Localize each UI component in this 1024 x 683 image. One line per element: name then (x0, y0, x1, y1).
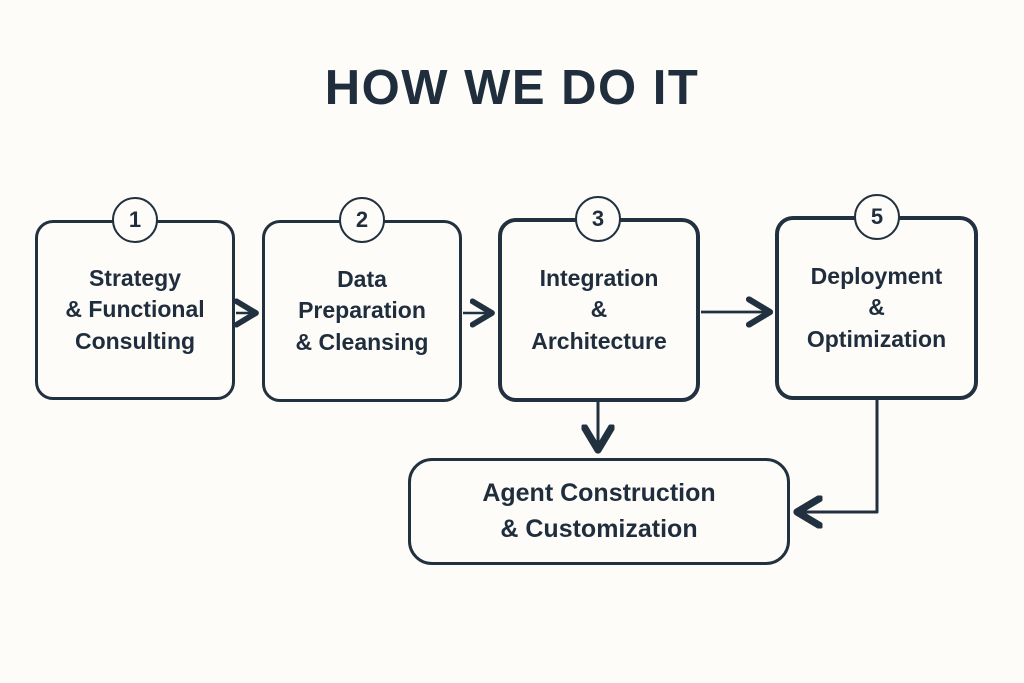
process-node-agent-construction[interactable]: Agent Construction & Customization (408, 458, 790, 565)
step-badge-3: 3 (575, 196, 621, 242)
process-node-label: Strategy & Functional Consulting (65, 265, 205, 354)
process-node-strategy[interactable]: Strategy & Functional Consulting (35, 220, 235, 400)
process-node-label: Integration & Architecture (531, 265, 667, 354)
process-node-integration[interactable]: Integration & Architecture (498, 218, 700, 402)
process-node-data[interactable]: Data Preparation & Cleansing (262, 220, 462, 402)
step-badge-number: 2 (355, 207, 369, 232)
process-node-deployment[interactable]: Deployment & Optimization (775, 216, 978, 400)
step-badge-number: 1 (128, 207, 142, 232)
step-badge-1: 1 (112, 197, 158, 243)
step-badge-5: 5 (854, 194, 900, 240)
process-node-label: Agent Construction & Customization (482, 479, 716, 543)
process-node-label: Deployment & Optimization (806, 263, 947, 352)
connector-deployment-to-agent (797, 398, 879, 512)
process-node-label: Data Preparation & Cleansing (295, 266, 429, 355)
step-badge-number: 3 (591, 206, 605, 231)
step-badge-number: 5 (870, 204, 884, 229)
step-badge-2: 2 (339, 197, 385, 243)
page-title: HOW WE DO IT (324, 61, 700, 115)
